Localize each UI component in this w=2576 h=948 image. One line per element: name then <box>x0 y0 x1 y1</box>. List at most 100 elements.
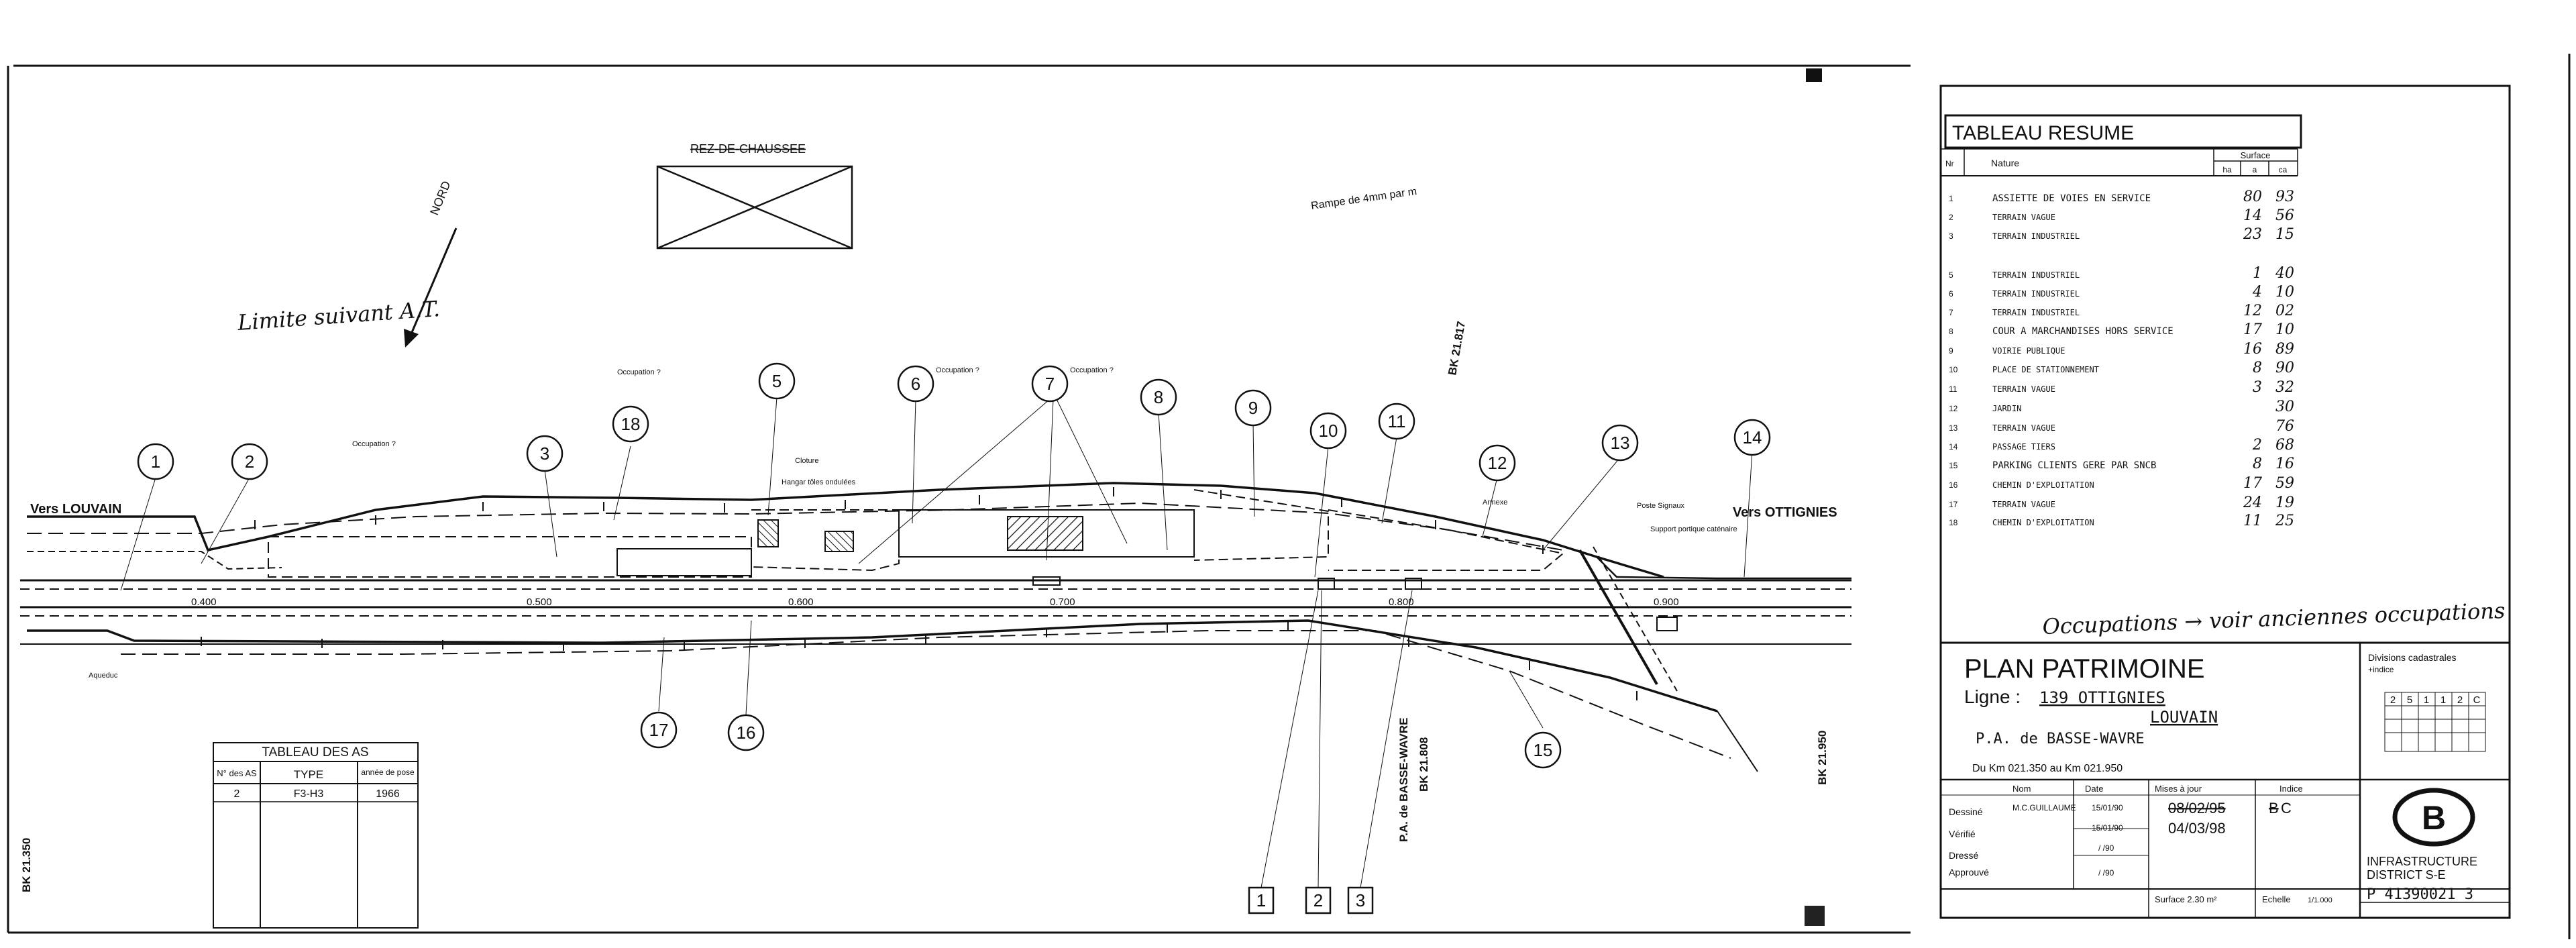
callout-circle <box>1601 424 1639 462</box>
occupations-note: Occupations → voir anciennes occupations <box>2042 598 2506 639</box>
north-label: NORD <box>427 179 453 217</box>
summary-row-ca: 10 <box>2275 321 2294 338</box>
summary-title: TABLEAU RESUME <box>1952 122 2134 144</box>
summary-row-no: 9 <box>1949 346 1953 356</box>
chainage-mark: 0.900 <box>1654 596 1679 608</box>
callout-circle <box>612 405 649 443</box>
ligne-value: 139 OTTIGNIES <box>2039 688 2165 707</box>
callout-circle <box>1234 389 1272 427</box>
summary-row-no: 8 <box>1949 327 1953 336</box>
date-value: 15/01/90 <box>2092 803 2123 812</box>
km-end-label: BK 21.950 <box>1816 731 1829 785</box>
summary-row-a: 2 <box>2252 437 2262 454</box>
summary-row-ca: 90 <box>2275 360 2294 376</box>
infra-line2: DISTRICT S-E <box>2367 868 2446 882</box>
km-top-label: BK 21.817 <box>1446 320 1468 376</box>
summary-row-ca: 02 <box>2275 303 2294 319</box>
summary-row-ca: 15 <box>2275 226 2294 243</box>
as-header: année de pose <box>361 768 415 777</box>
summary-row-nature: CHEMIN D'EXPLOITATION <box>1992 480 2094 490</box>
callout-circle <box>1524 731 1562 769</box>
callout-number: 10 <box>1319 421 1338 441</box>
mises-header: Mises à jour <box>2155 784 2202 794</box>
summary-row-no: 6 <box>1949 289 1953 299</box>
divisions-sub: +indice <box>2368 665 2394 674</box>
callout-circle <box>1733 419 1771 456</box>
summary-row-ca: 89 <box>2275 341 2294 358</box>
role-label: Approuvé <box>1949 867 1989 878</box>
pin-bottom <box>1805 906 1825 926</box>
callout-number: 8 <box>1154 387 1163 407</box>
summary-row-ca: 32 <box>2275 379 2294 396</box>
summary-row-a: 3 <box>2253 379 2262 396</box>
role-label: Dressé <box>1949 850 1979 861</box>
small-note: Occupation ? <box>936 366 979 374</box>
summary-row-a: 17 <box>2243 321 2262 338</box>
chainage-mark: 0.700 <box>1050 596 1075 608</box>
callout-number: 18 <box>621 414 641 434</box>
pa-label: P.A. de BASSE-WAVRE <box>1397 718 1410 842</box>
callout-circle <box>231 443 268 480</box>
summary-row-nature: TERRAIN INDUSTRIEL <box>1992 308 2080 317</box>
division-cell: C <box>2473 694 2481 706</box>
summary-row-a: 8 <box>2253 456 2262 472</box>
summary-row-nature: PARKING CLIENTS GERE PAR SNCB <box>1992 460 2156 471</box>
summary-row-nature: TERRAIN VAGUE <box>1992 384 2055 394</box>
summary-row-nature: TERRAIN VAGUE <box>1992 500 2055 509</box>
echelle-value: 1/1.000 <box>2308 896 2332 904</box>
small-note: Cloture <box>795 457 818 465</box>
summary-row-no: 2 <box>1949 213 1953 222</box>
small-note: Hangar tôles ondulées <box>782 478 856 486</box>
summary-col-nature: Nature <box>1991 158 2019 168</box>
date-value: / /90 <box>2098 843 2114 853</box>
drafter-name: M.C.GUILLAUME <box>2012 803 2076 812</box>
summary-unit: a <box>2253 165 2257 174</box>
as-cell: 2 <box>234 788 240 800</box>
summary-col-surface: Surface <box>2241 150 2271 160</box>
division-cell: 1 <box>2424 694 2429 706</box>
summary-row-a: 80 <box>2243 189 2262 205</box>
summary-row-no: 18 <box>1949 518 1958 527</box>
summary-row-nature: TERRAIN INDUSTRIEL <box>1992 231 2080 241</box>
callout-circle <box>1309 412 1347 450</box>
summary-row-no: 10 <box>1949 365 1958 374</box>
callout-number: 1 <box>151 452 160 472</box>
callout-number: 15 <box>1534 740 1553 760</box>
summary-row-nature: TERRAIN INDUSTRIEL <box>1992 289 2080 299</box>
chainage-mark: 0.600 <box>788 596 814 608</box>
summary-col-no: Nr <box>1945 159 1954 168</box>
callout-circle <box>137 443 174 480</box>
summary-row-nature: JARDIN <box>1992 404 2021 413</box>
boxed-callout-number: 3 <box>1356 890 1365 910</box>
small-note: Occupation ? <box>1070 366 1114 374</box>
summary-row-a: 23 <box>2243 226 2262 243</box>
callout-circle <box>1479 444 1516 482</box>
plan-title: PLAN PATRIMOINE <box>1964 654 2205 684</box>
chainage-mark: 0.400 <box>191 596 217 608</box>
as-header: TYPE <box>294 768 323 781</box>
role-labels: Dessiné Vérifié Dressé Approuvé <box>1949 806 1989 878</box>
role-label: Vérifié <box>1949 829 1976 839</box>
summary-row-nature: TERRAIN VAGUE <box>1992 423 2055 433</box>
date-value: 15/01/90 <box>2092 823 2123 833</box>
ligne-value-2: LOUVAIN <box>2150 708 2218 727</box>
summary-row-ca: 56 <box>2275 207 2294 224</box>
callout-number: 6 <box>911 374 920 394</box>
ground-floor-label: REZ-DE-CHAUSSEE <box>690 142 806 156</box>
callout-circle <box>758 362 796 400</box>
chainage-mark: 0.800 <box>1389 596 1414 608</box>
as-header: N° des AS <box>217 768 257 778</box>
summary-row-ca: 16 <box>2275 456 2294 472</box>
summary-row-nature: TERRAIN VAGUE <box>1992 213 2055 222</box>
as-cell: 1966 <box>376 788 400 800</box>
callout-number: 5 <box>772 371 782 391</box>
division-cell: 5 <box>2407 694 2412 706</box>
summary-unit: ca <box>2279 165 2288 174</box>
summary-row-a: 17 <box>2243 475 2262 492</box>
callout-circle <box>640 711 678 749</box>
callout-number: 11 <box>1388 411 1406 431</box>
summary-row-a: 8 <box>2253 360 2262 376</box>
ramp-label: Rampe de 4mm par m <box>1310 186 1417 212</box>
